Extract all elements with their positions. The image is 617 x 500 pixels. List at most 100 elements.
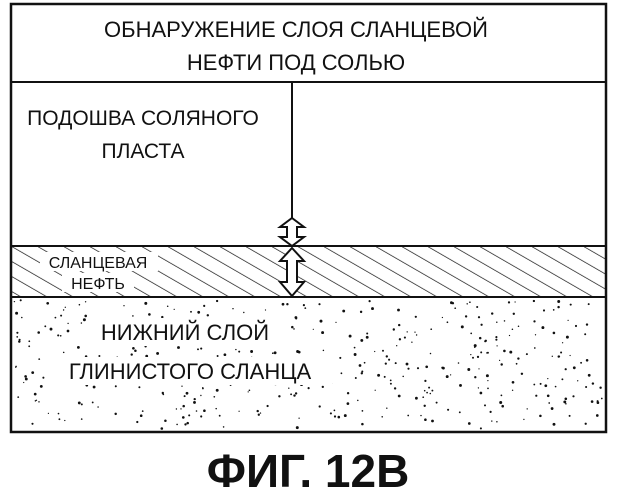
stipple-dot: [78, 401, 81, 404]
stipple-dot: [81, 322, 83, 324]
stipple-dot: [203, 305, 205, 307]
stipple-dot: [569, 355, 570, 356]
stipple-dot: [486, 352, 488, 354]
stipple-dot: [67, 330, 70, 333]
stipple-dot: [194, 398, 196, 400]
stipple-dot: [19, 339, 21, 341]
stipple-dot: [563, 400, 566, 403]
stipple-dot: [341, 372, 343, 374]
stipple-dot: [495, 336, 497, 338]
stipple-dot: [296, 426, 299, 429]
stipple-dot: [17, 396, 19, 398]
stipple-dot: [293, 394, 295, 396]
stipple-dot: [585, 386, 587, 388]
stipple-dot: [371, 307, 374, 310]
stipple-dot: [382, 350, 384, 352]
shale-oil-label-line-1: СЛАНЦЕВАЯ: [49, 255, 148, 272]
stipple-dot: [430, 393, 432, 395]
stipple-dot: [366, 336, 369, 339]
stipple-dot: [487, 380, 488, 381]
stipple-dot: [514, 301, 515, 302]
stipple-dot: [442, 367, 445, 370]
stipple-dot: [46, 302, 49, 305]
stipple-dot: [446, 375, 449, 378]
stipple-dot: [516, 363, 518, 365]
stipple-dot: [38, 358, 40, 360]
stipple-dot: [319, 405, 321, 407]
stipple-dot: [555, 386, 557, 388]
stipple-dot: [34, 393, 37, 396]
stipple-dot: [450, 374, 451, 375]
stipple-dot: [470, 333, 472, 335]
stipple-dot: [533, 384, 535, 386]
stipple-dot: [162, 392, 164, 394]
stipple-dot: [496, 322, 497, 323]
stipple-dot: [424, 418, 427, 421]
stipple-dot: [248, 391, 249, 392]
stipple-dot: [465, 315, 467, 317]
stipple-dot: [565, 368, 567, 370]
stipple-dot: [360, 339, 363, 342]
stipple-dot: [357, 400, 359, 402]
stipple-dot: [334, 410, 336, 412]
stipple-dot: [35, 400, 36, 401]
stipple-dot: [447, 409, 449, 411]
stipple-dot: [442, 317, 443, 318]
stipple-dot: [93, 386, 96, 389]
stipple-dot: [386, 407, 387, 408]
stipple-dot: [200, 415, 202, 417]
stipple-dot: [38, 401, 39, 402]
stipple-dot: [308, 387, 310, 389]
stipple-dot: [232, 308, 233, 309]
stipple-dot: [428, 387, 430, 389]
stipple-dot: [591, 400, 594, 403]
stipple-dot: [79, 304, 81, 306]
stipple-dot: [580, 362, 582, 364]
stipple-dot: [258, 414, 260, 416]
stipple-dot: [321, 331, 324, 334]
stipple-dot: [134, 350, 137, 353]
stipple-dot: [599, 386, 601, 388]
stipple-dot: [468, 422, 471, 425]
stipple-dot: [496, 421, 498, 423]
stipple-dot: [569, 415, 571, 417]
stipple-dot: [480, 324, 482, 326]
stipple-dot: [197, 311, 200, 314]
stipple-dot: [176, 408, 177, 409]
stipple-dot: [399, 338, 401, 340]
stipple-dot: [132, 347, 135, 350]
lower-shale-label-line-2: ГЛИНИСТОГО СЛАНЦА: [69, 359, 312, 384]
stipple-dot: [42, 377, 44, 379]
stipple-dot: [303, 304, 305, 306]
stipple-dot: [553, 309, 555, 311]
stipple-dot: [487, 388, 489, 390]
stipple-dot: [396, 345, 397, 346]
stipple-dot: [381, 416, 383, 418]
stipple-dot: [386, 355, 388, 357]
stipple-dot: [15, 312, 18, 315]
stipple-dot: [476, 306, 478, 308]
stipple-dot: [557, 300, 560, 303]
stipple-dot: [293, 328, 295, 330]
stipple-dot: [188, 414, 190, 416]
stipple-dot: [402, 376, 404, 378]
stipple-dot: [14, 301, 15, 302]
stipple-dot: [140, 414, 143, 417]
stipple-dot: [295, 392, 297, 394]
stipple-dot: [181, 386, 182, 387]
stipple-dot: [523, 419, 524, 420]
stipple-dot: [480, 427, 482, 429]
stipple-dot: [274, 351, 277, 354]
stipple-dot: [63, 309, 64, 310]
stipple-dot: [558, 355, 560, 357]
stipple-dot: [420, 415, 421, 416]
stipple-dot: [474, 376, 476, 378]
stipple-dot: [513, 313, 515, 315]
stipple-dot: [527, 408, 528, 409]
stipple-dot: [551, 408, 553, 410]
stipple-dot: [298, 418, 299, 419]
stipple-dot: [485, 340, 487, 342]
stipple-dot: [278, 395, 280, 397]
title-line-2: НЕФТИ ПОД СОЛЬЮ: [187, 50, 405, 75]
